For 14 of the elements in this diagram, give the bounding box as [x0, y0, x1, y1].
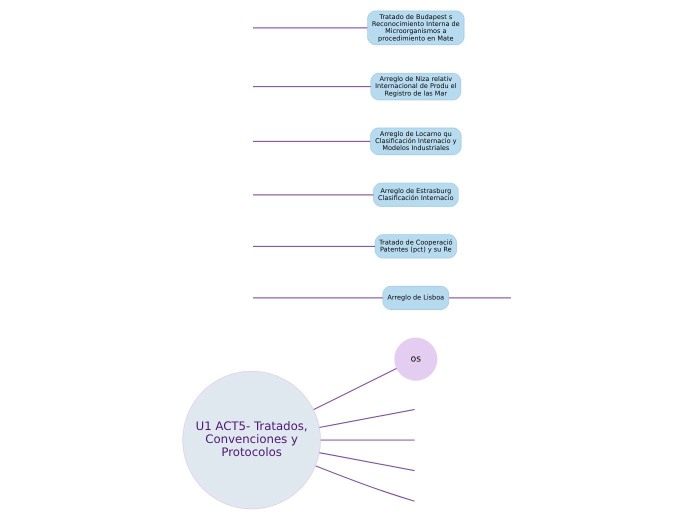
connector: [252, 86, 372, 88]
connector: [320, 440, 416, 441]
connector: [252, 140, 371, 142]
connector: [318, 452, 416, 472]
connector: [313, 368, 398, 410]
node-circle: os: [394, 338, 438, 381]
connector: [252, 297, 384, 298]
connector: [252, 27, 368, 28]
connector: [315, 466, 415, 502]
connector: [318, 409, 416, 428]
connector: [252, 194, 374, 196]
node-circle: U1 ACT5- Tratados, Convenciones y Protocolos: [182, 370, 321, 510]
connector: [448, 297, 512, 298]
connector: [252, 246, 376, 247]
